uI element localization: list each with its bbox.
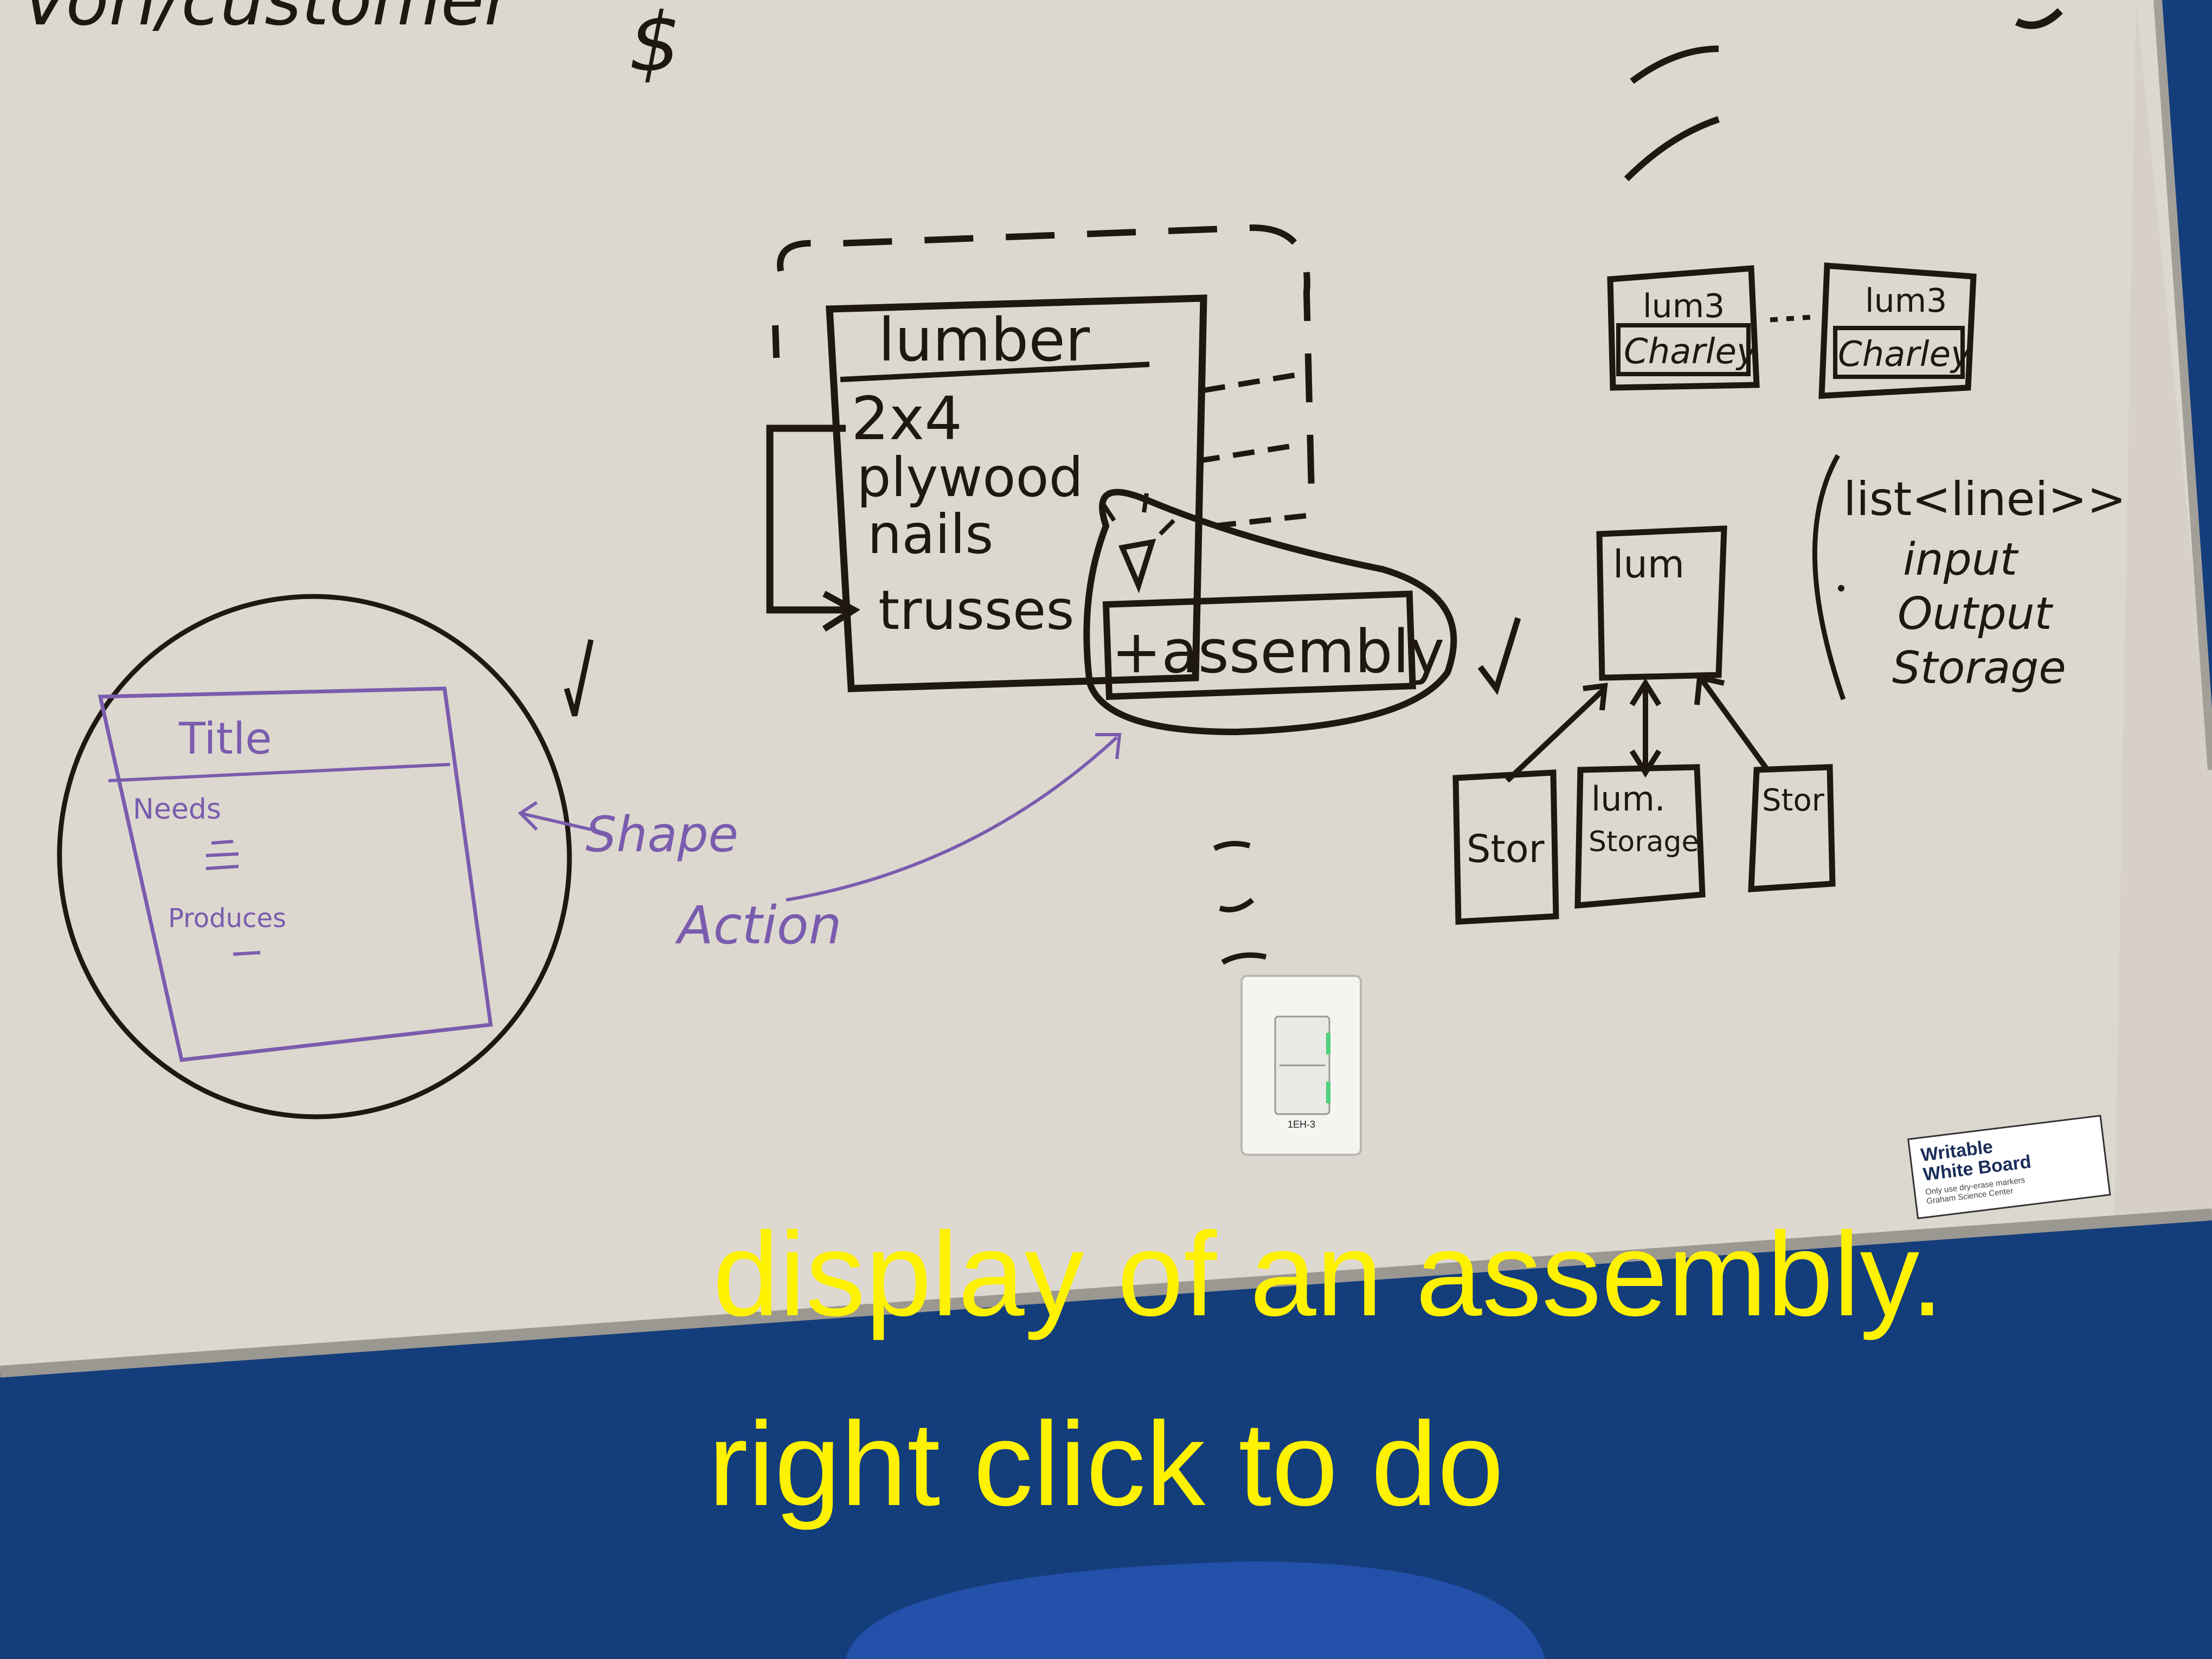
lumber-item: trusses [878,578,1075,642]
shape-title: Title [178,713,272,764]
lum-storage-line2: Storage [1589,826,1699,858]
list-item: Storage [1892,642,2066,694]
list-bracket [1812,454,1846,700]
list-item: input [1903,534,2019,586]
whiteboard-right-frame [2153,0,2212,770]
lumber-item: 2x4 [851,384,962,453]
caption-line-1: display of an assembly. [712,1207,1944,1341]
store-right-label: Stor [1762,783,1825,818]
assembly-label: +assembly [1111,617,1445,686]
top-handwriting: Vorl/customer [22,0,517,41]
dollar-sign: $ [629,0,680,90]
dashed-loop [772,325,780,358]
switch-label: 1EH-3 [1288,1119,1315,1130]
lumber-item: nails [867,503,993,566]
connector-arrow-head [1694,674,1725,705]
connector-arrow [1505,686,1607,783]
store-box-right [1748,764,1836,892]
arrow-shape-label: Shape [586,806,738,863]
dashed-connector [1203,371,1302,393]
connector-arrow [1700,679,1770,771]
caption-line-2: right click to do [708,1397,1504,1531]
whiteboard-shade [2114,0,2212,1226]
connector-arrow-head [1629,678,1662,778]
small-box-1-bottom: Charley [1624,332,1758,372]
checkmark-icon [564,639,594,717]
checkmark-icon [1477,617,1521,695]
dash-mark [1219,898,1255,912]
list-header: list<linei>> [1843,472,2126,526]
action-arrow [786,736,1118,902]
lum-box-label: lum [1613,542,1684,587]
small-box-1-top: lum3 [1643,287,1725,325]
bullet-dot [1838,585,1844,591]
dashed-connector [1214,512,1313,529]
lum-storage-box [1574,764,1706,909]
dash-mark-top [1624,116,1720,182]
shape-produces: Produces [168,903,286,934]
whiteboard-bottom-frame [0,1208,2212,1378]
dash-mark-top [1630,46,1719,84]
shape-arrow [520,812,591,831]
small-box-2 [1818,262,1977,399]
shape-produces-line [233,951,261,956]
assembly-box [1102,590,1416,700]
click-burst-icon [1101,493,1175,536]
arrow-action-label: Action [674,895,841,956]
shape-circle [57,594,572,1120]
dots-connector [1770,314,1811,323]
store-box-left [1452,769,1559,925]
dash-mark [1221,952,1267,965]
cursor-icon [1118,538,1156,594]
dashed-loop [777,224,1315,516]
small-box-1-inner [1616,323,1751,376]
shape-needs-lines [205,852,239,857]
dash-mark [1213,841,1251,851]
connector-arrow-head [1583,683,1608,711]
small-box-2-bottom: Charley [1838,335,1972,375]
action-arrow-head [1095,733,1122,760]
small-box-2-inner [1833,326,1965,379]
chair-back [846,1561,1545,1659]
dashed-connector [1198,442,1302,464]
store-left-label: Stor [1467,827,1545,871]
shape-needs: Needs [133,793,221,826]
top-right-scribble [2015,8,2063,29]
shape-needs-lines [205,865,239,870]
small-box-2-top: lum3 [1865,282,1947,320]
lum-storage-line1: lum. [1591,779,1666,819]
list-item: Output [1898,588,2054,640]
switch-led [1326,1082,1330,1103]
shape-needs-lines [211,840,234,845]
shape-card [98,686,493,1062]
assembly-highlight-outline [1083,488,1457,736]
lumber-box [826,294,1207,692]
lumber-box-divider [840,362,1150,382]
switch-led [1326,1033,1330,1054]
lumber-title: lumber [878,305,1090,375]
small-box-1 [1607,265,1760,391]
shape-arrow-head [518,801,538,831]
feedback-arrow [766,425,846,614]
lum-box [1596,525,1727,681]
feedback-arrow-head [822,590,860,632]
lumber-item: plywood [857,446,1083,509]
shape-card-divider [108,763,451,782]
